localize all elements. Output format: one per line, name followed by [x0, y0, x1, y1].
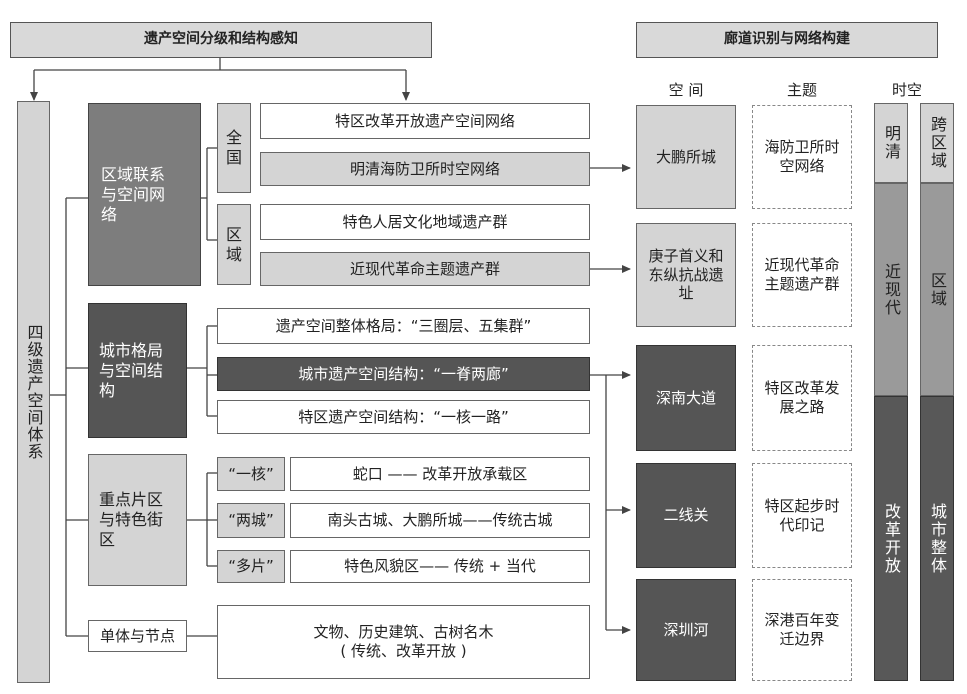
corridor-theme-4: 特区起步时 代印记 — [752, 463, 852, 568]
corridor-space-shenzhen-river: 深圳河 — [636, 579, 736, 681]
multi-areas-label: “多片” — [217, 550, 285, 583]
item-featured-area: 特色风貌区—— 传统 + 当代 — [290, 550, 590, 583]
time-reform: 改革开放 — [874, 396, 908, 681]
heritage-classification-header: 遗产空间分级和结构感知 — [10, 22, 432, 58]
item-ming-qing-network: 明清海防卫所时空网络 — [260, 152, 590, 186]
column-header-theme: 主题 — [786, 81, 817, 99]
corridor-space-gengzi: 庚子首义和 东纵抗战遗 址 — [636, 223, 736, 327]
column-header-time-space: 时空 — [891, 81, 922, 99]
one-core-label: “一核” — [217, 457, 285, 491]
item-shekou: 蛇口 —— 改革开放承载区 — [290, 457, 590, 491]
corridor-space-second-line: 二线关 — [636, 463, 736, 568]
level-regional: 区域联系 与空间网 络 — [88, 103, 201, 286]
space-region: 区域 — [920, 183, 954, 396]
four-level-system: 四级遗产空间体系 — [17, 101, 50, 683]
region-label: 区 域 — [217, 204, 251, 285]
corridor-theme-2: 近现代革命 主题遗产群 — [752, 223, 852, 327]
national-label: 全 国 — [217, 103, 251, 193]
level-unit: 单体与节点 — [88, 620, 187, 652]
item-city-structure: 城市遗产空间结构：“一脊两廊” — [217, 357, 590, 391]
space-cross-region: 跨区域 — [920, 103, 954, 183]
level-district: 重点片区 与特色街 区 — [88, 454, 187, 586]
corridor-space-shennan: 深南大道 — [636, 345, 736, 451]
two-cities-label: “两城” — [217, 503, 285, 538]
item-nantou: 南头古城、大鹏所城——传统古城 — [290, 503, 590, 538]
level-city: 城市格局 与空间结 构 — [88, 303, 187, 438]
item-folk-culture: 特色人居文化地域遗产群 — [260, 204, 590, 240]
item-relics: 文物、历史建筑、古树名木 ( 传统、改革开放 ) — [217, 605, 590, 679]
item-revolution: 近现代革命主题遗产群 — [260, 252, 590, 286]
space-whole-city: 城市整体 — [920, 396, 954, 681]
item-sez-network: 特区改革开放遗产空间网络 — [260, 103, 590, 139]
item-sez-structure: 特区遗产空间结构：“一核一路” — [217, 400, 590, 434]
corridor-space-dapeng: 大鹏所城 — [636, 105, 736, 209]
corridor-network-header: 廊道识别与网络构建 — [636, 22, 938, 58]
corridor-theme-3: 特区改革发 展之路 — [752, 345, 852, 451]
corridor-theme-5: 深港百年变 迁边界 — [752, 579, 852, 681]
corridor-theme-1: 海防卫所时 空网络 — [752, 105, 852, 209]
column-header-space: 空 间 — [668, 81, 704, 99]
time-modern: 近现代 — [874, 183, 908, 396]
time-ming-qing: 明清 — [874, 103, 908, 183]
item-overall-pattern: 遗产空间整体格局：“三圈层、五集群” — [217, 308, 590, 344]
